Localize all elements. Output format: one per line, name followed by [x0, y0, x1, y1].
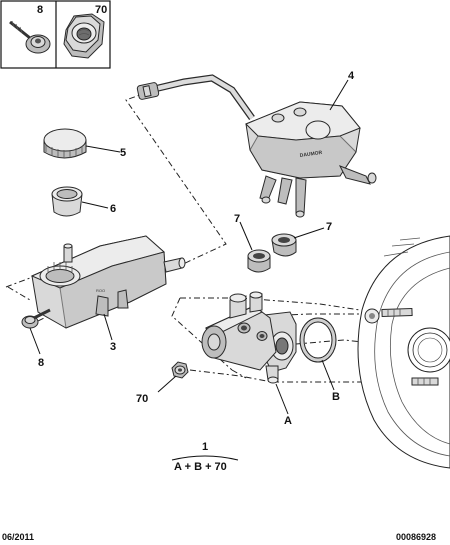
part-4-reservoir: DAUMOR: [136, 74, 377, 218]
inset-label-8: 8: [37, 4, 43, 16]
leader-a: [275, 383, 289, 415]
callout-3: 3: [110, 341, 116, 353]
brake-booster: [357, 235, 450, 469]
leader-5: [85, 145, 121, 153]
inset-nut-icon: [63, 13, 105, 59]
leader-8: [29, 327, 41, 355]
part-5-cap: [43, 128, 87, 159]
callout-a: A: [284, 415, 292, 427]
part-7-seal-right: [271, 233, 297, 257]
leader-b: [321, 359, 335, 391]
footer-date: 06/2011: [2, 532, 34, 542]
callout-70: 70: [136, 393, 148, 405]
leader-4: [329, 79, 349, 111]
svg-text:ROO: ROO: [96, 288, 105, 293]
footer-reference-number: 00086928: [396, 532, 436, 542]
inset-label-70: 70: [95, 4, 107, 16]
leader-70: [157, 375, 177, 393]
part-7-seal-left: [247, 249, 271, 273]
assembly-formula: 1 A + B + 70: [171, 441, 239, 473]
callout-7b: 7: [326, 221, 332, 233]
part-8-screw: [21, 308, 51, 329]
leader-6: [81, 201, 109, 209]
callout-5: 5: [120, 147, 126, 159]
callout-4: 4: [348, 70, 355, 82]
inset-screw-icon: [9, 20, 51, 54]
assembly-formula-text: A + B + 70: [174, 461, 227, 473]
leader-7a: [239, 221, 253, 251]
callout-6: 6: [110, 203, 116, 215]
leader-3: [103, 313, 113, 341]
booster-stud-upper: [381, 307, 413, 318]
callout-b: B: [332, 391, 340, 403]
leader-7b: [293, 227, 325, 239]
callout-7a: 7: [234, 213, 240, 225]
callout-8: 8: [38, 357, 44, 369]
booster-stud-lower: [411, 377, 439, 386]
part-3-reservoir-body: ROO: [30, 235, 186, 329]
reservoir-brand-text: DAUMOR: [299, 150, 322, 159]
part-a-master-cylinder: [201, 291, 297, 384]
part-6-filter: [51, 186, 83, 217]
assembly-number: 1: [202, 441, 208, 453]
part-b-o-ring: [299, 317, 337, 363]
part-70-nut: [171, 361, 189, 379]
